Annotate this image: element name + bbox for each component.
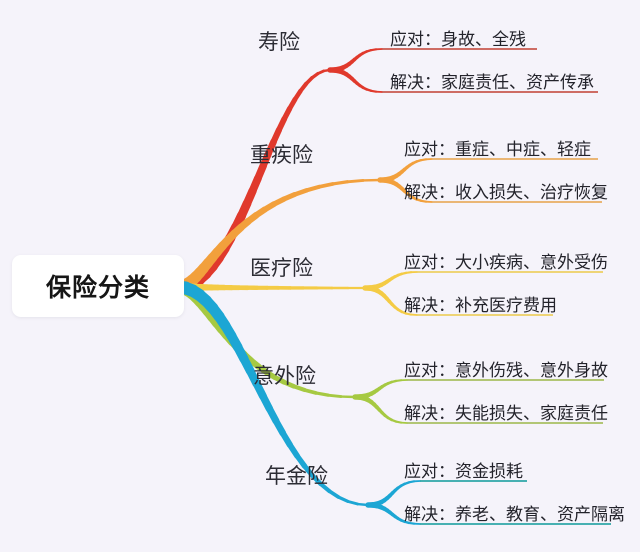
branch-label-4[interactable]: 意外险 xyxy=(253,364,316,388)
main-branch-2 xyxy=(304,184,322,193)
main-branch-2 xyxy=(292,188,309,197)
leaf-label-2-1[interactable]: 应对：重症、中症、轻症 xyxy=(404,140,591,160)
branch-label-5[interactable]: 年金险 xyxy=(265,464,328,488)
main-branch-2 xyxy=(345,179,365,184)
root-node[interactable]: 保险分类 xyxy=(12,255,184,317)
branch-label-1[interactable]: 寿险 xyxy=(258,30,300,54)
leaf-label-2-2[interactable]: 解决：收入损失、治疗恢复 xyxy=(404,183,608,203)
main-branch-2 xyxy=(331,180,350,186)
main-branch-5 xyxy=(336,495,350,503)
main-branch-4 xyxy=(314,391,330,397)
main-branch-4 xyxy=(302,388,318,395)
main-branch-5 xyxy=(346,499,360,506)
main-branch-5 xyxy=(327,489,341,499)
leaf-label-5-1[interactable]: 应对：资金损耗 xyxy=(404,462,523,482)
leaf-label-3-2[interactable]: 解决：补充医疗费用 xyxy=(404,296,557,316)
leaf-label-1-1[interactable]: 应对：身故、全残 xyxy=(390,30,526,50)
leaf-label-1-2[interactable]: 解决：家庭责任、资产传承 xyxy=(390,73,594,93)
main-branch-4 xyxy=(291,384,307,393)
branch-label-3[interactable]: 医疗险 xyxy=(250,256,313,280)
main-branch-2 xyxy=(317,182,335,189)
main-branch-5 xyxy=(318,481,332,494)
main-branch-4 xyxy=(326,393,343,398)
root-node-label: 保险分类 xyxy=(45,273,150,302)
leaf-label-3-1[interactable]: 应对：大小疾病、意外受伤 xyxy=(404,253,608,273)
branch-label-2[interactable]: 重疾险 xyxy=(250,143,313,167)
leaf-label-5-2[interactable]: 解决：养老、教育、资产隔离 xyxy=(404,505,625,525)
leaf-label-4-2[interactable]: 解决：失能损失、家庭责任 xyxy=(404,404,608,424)
leaf-label-4-1[interactable]: 应对：意外伤残、意外身故 xyxy=(404,361,608,381)
